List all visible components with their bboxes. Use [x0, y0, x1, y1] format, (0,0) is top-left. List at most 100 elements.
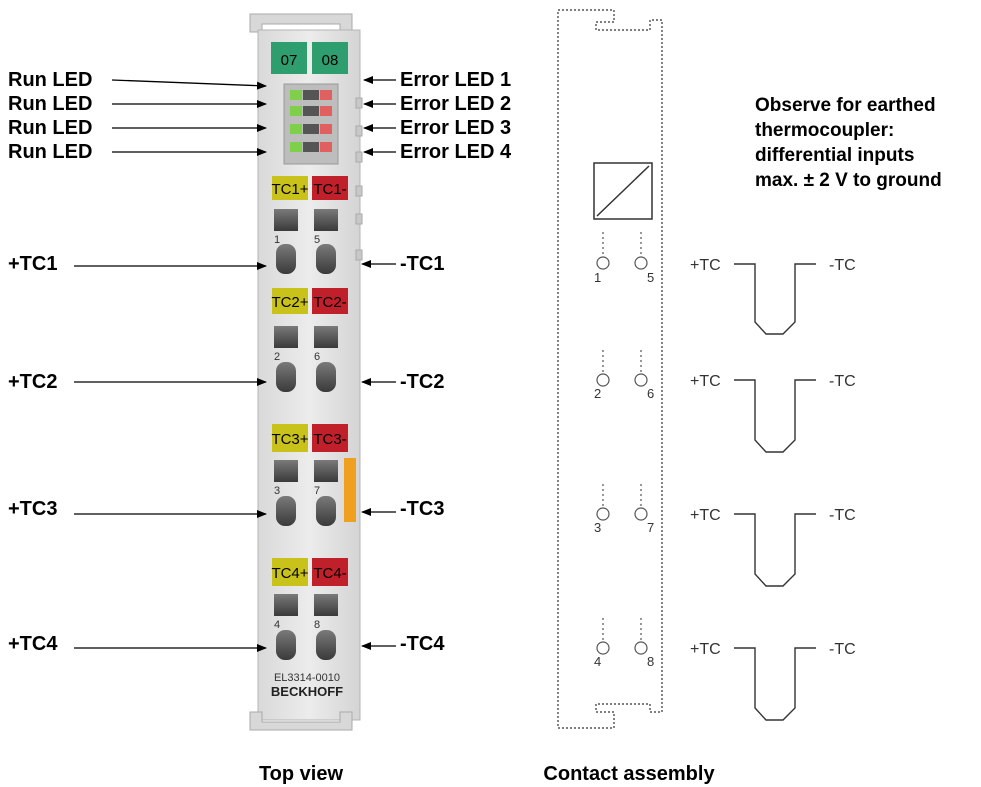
spring-contact	[276, 496, 296, 526]
arrow-run-led-1	[111, 79, 267, 90]
thermocouple-1: +TC -TC	[690, 257, 856, 335]
release-button	[314, 326, 338, 348]
badge-tc3-minus	[312, 424, 348, 452]
release-button	[314, 460, 338, 482]
minus-tc1-label: -TC1	[400, 253, 444, 275]
contact-assembly: 1 5 2 6 3 7 4 8	[557, 9, 663, 729]
pin-number: 2	[594, 386, 601, 401]
badge-tc4-minus-text: TC4-	[313, 565, 346, 582]
error-led-label-4: Error LED 4	[400, 141, 512, 163]
pin-number: 8	[647, 654, 654, 669]
led-row-4	[290, 142, 332, 152]
minus-tc3-label: -TC3	[400, 498, 444, 520]
run-led-label-3: Run LED	[8, 117, 92, 139]
error-led-label-3: Error LED 3	[400, 117, 511, 139]
assembly-outline	[557, 9, 663, 729]
tc-group-1: TC1+ TC1-	[271, 176, 348, 274]
release-button	[314, 594, 338, 616]
minus-tc2-label: -TC2	[400, 371, 444, 393]
badge-tc1-plus	[272, 176, 308, 200]
badge-tc1-minus-text: TC1-	[313, 181, 346, 198]
pin-pair-1	[596, 232, 648, 270]
plus-tc2-label: +TC2	[8, 371, 57, 393]
caption-top-view: Top view	[259, 763, 344, 785]
pin-number: 4	[594, 654, 601, 669]
plus-tc3-label: +TC3	[8, 498, 57, 520]
badge-tc1-minus	[312, 176, 348, 200]
pin-pair-4	[596, 618, 648, 655]
run-led-label-1: Run LED	[8, 69, 92, 91]
plus-tc-label: +TC	[690, 373, 721, 390]
terminal-top-view: 07 08 TC1+ TC1-	[249, 13, 363, 731]
earthing-note: Observe for earthed thermocoupler: diffe…	[755, 95, 942, 191]
badge-tc3-minus-text: TC3-	[313, 431, 346, 448]
pin-number: 6	[647, 386, 654, 401]
pin-number: 1	[594, 270, 601, 285]
badge-tc3-plus	[272, 424, 308, 452]
pin-number: 3	[594, 520, 601, 535]
thermocouple-3: +TC -TC	[690, 507, 856, 587]
orange-tab	[344, 458, 356, 522]
error-led-label-2: Error LED 2	[400, 93, 511, 115]
spring-contact	[316, 630, 336, 660]
pin-number: 5	[647, 270, 654, 285]
led-row-2	[290, 106, 332, 116]
badge-tc1-plus-text: TC1+	[271, 181, 308, 198]
release-button	[314, 209, 338, 231]
badge-07	[271, 42, 307, 74]
release-button	[274, 326, 298, 348]
release-button	[274, 594, 298, 616]
badge-08-text: 08	[322, 52, 339, 69]
release-button	[274, 460, 298, 482]
badge-tc4-plus-text: TC4+	[271, 565, 308, 582]
minus-tc-label: -TC	[829, 373, 856, 390]
badge-08	[312, 42, 348, 74]
terminal-contact-number: 6	[314, 351, 320, 363]
badge-tc2-minus	[312, 288, 348, 314]
badge-tc3-plus-text: TC3+	[271, 431, 308, 448]
led-row-1	[290, 90, 332, 100]
pin-pair-3	[596, 484, 648, 521]
terminal-contact-number: 4	[274, 619, 280, 631]
plus-tc-label: +TC	[690, 257, 721, 274]
badge-07-text: 07	[281, 52, 298, 69]
note-line-4: max. ± 2 V to ground	[755, 170, 942, 191]
spring-contact	[316, 244, 336, 274]
plus-tc-label: +TC	[690, 641, 721, 658]
led-rows	[290, 90, 332, 152]
badge-tc2-minus-text: TC2-	[313, 294, 346, 311]
tc-group-3: TC3+ TC3-	[271, 424, 356, 526]
model-label: EL3314-0010	[274, 672, 340, 684]
note-line-3: differential inputs	[755, 145, 914, 166]
tc-group-2: TC2+ TC2-	[271, 288, 348, 392]
left-callouts: Run LED Run LED Run LED Run LED +TC1 +TC…	[8, 69, 267, 655]
pin-pair-2	[596, 350, 648, 387]
terminal-contact-number: 8	[314, 619, 320, 631]
minus-tc-label: -TC	[829, 257, 856, 274]
led-row-3	[290, 124, 332, 134]
pin-number: 7	[647, 520, 654, 535]
badge-tc4-minus	[312, 558, 348, 586]
thermocouple-symbols: +TC -TC +TC -TC +TC -TC +TC -TC	[690, 257, 856, 721]
terminal-contact-number: 5	[314, 234, 320, 246]
badge-tc2-plus-text: TC2+	[271, 294, 308, 311]
release-button	[274, 209, 298, 231]
spring-contact	[276, 630, 296, 660]
thermocouple-2: +TC -TC	[690, 373, 856, 453]
spring-contact	[276, 362, 296, 392]
spring-contact	[316, 496, 336, 526]
plus-tc-label: +TC	[690, 507, 721, 524]
spring-contact	[276, 244, 296, 274]
run-led-label-2: Run LED	[8, 93, 92, 115]
terminal-contact-number: 3	[274, 485, 280, 497]
spring-contact	[316, 362, 336, 392]
side-contacts	[355, 97, 363, 261]
note-line-1: Observe for earthed	[755, 95, 936, 116]
error-led-label-1: Error LED 1	[400, 69, 511, 91]
terminal-contact-number: 2	[274, 351, 280, 363]
terminal-contact-number: 7	[314, 485, 320, 497]
minus-tc4-label: -TC4	[400, 633, 445, 655]
right-callouts: Error LED 1 Error LED 2 Error LED 3 Erro…	[361, 69, 512, 655]
caption-contact-assembly: Contact assembly	[543, 763, 715, 785]
plus-tc4-label: +TC4	[8, 633, 58, 655]
